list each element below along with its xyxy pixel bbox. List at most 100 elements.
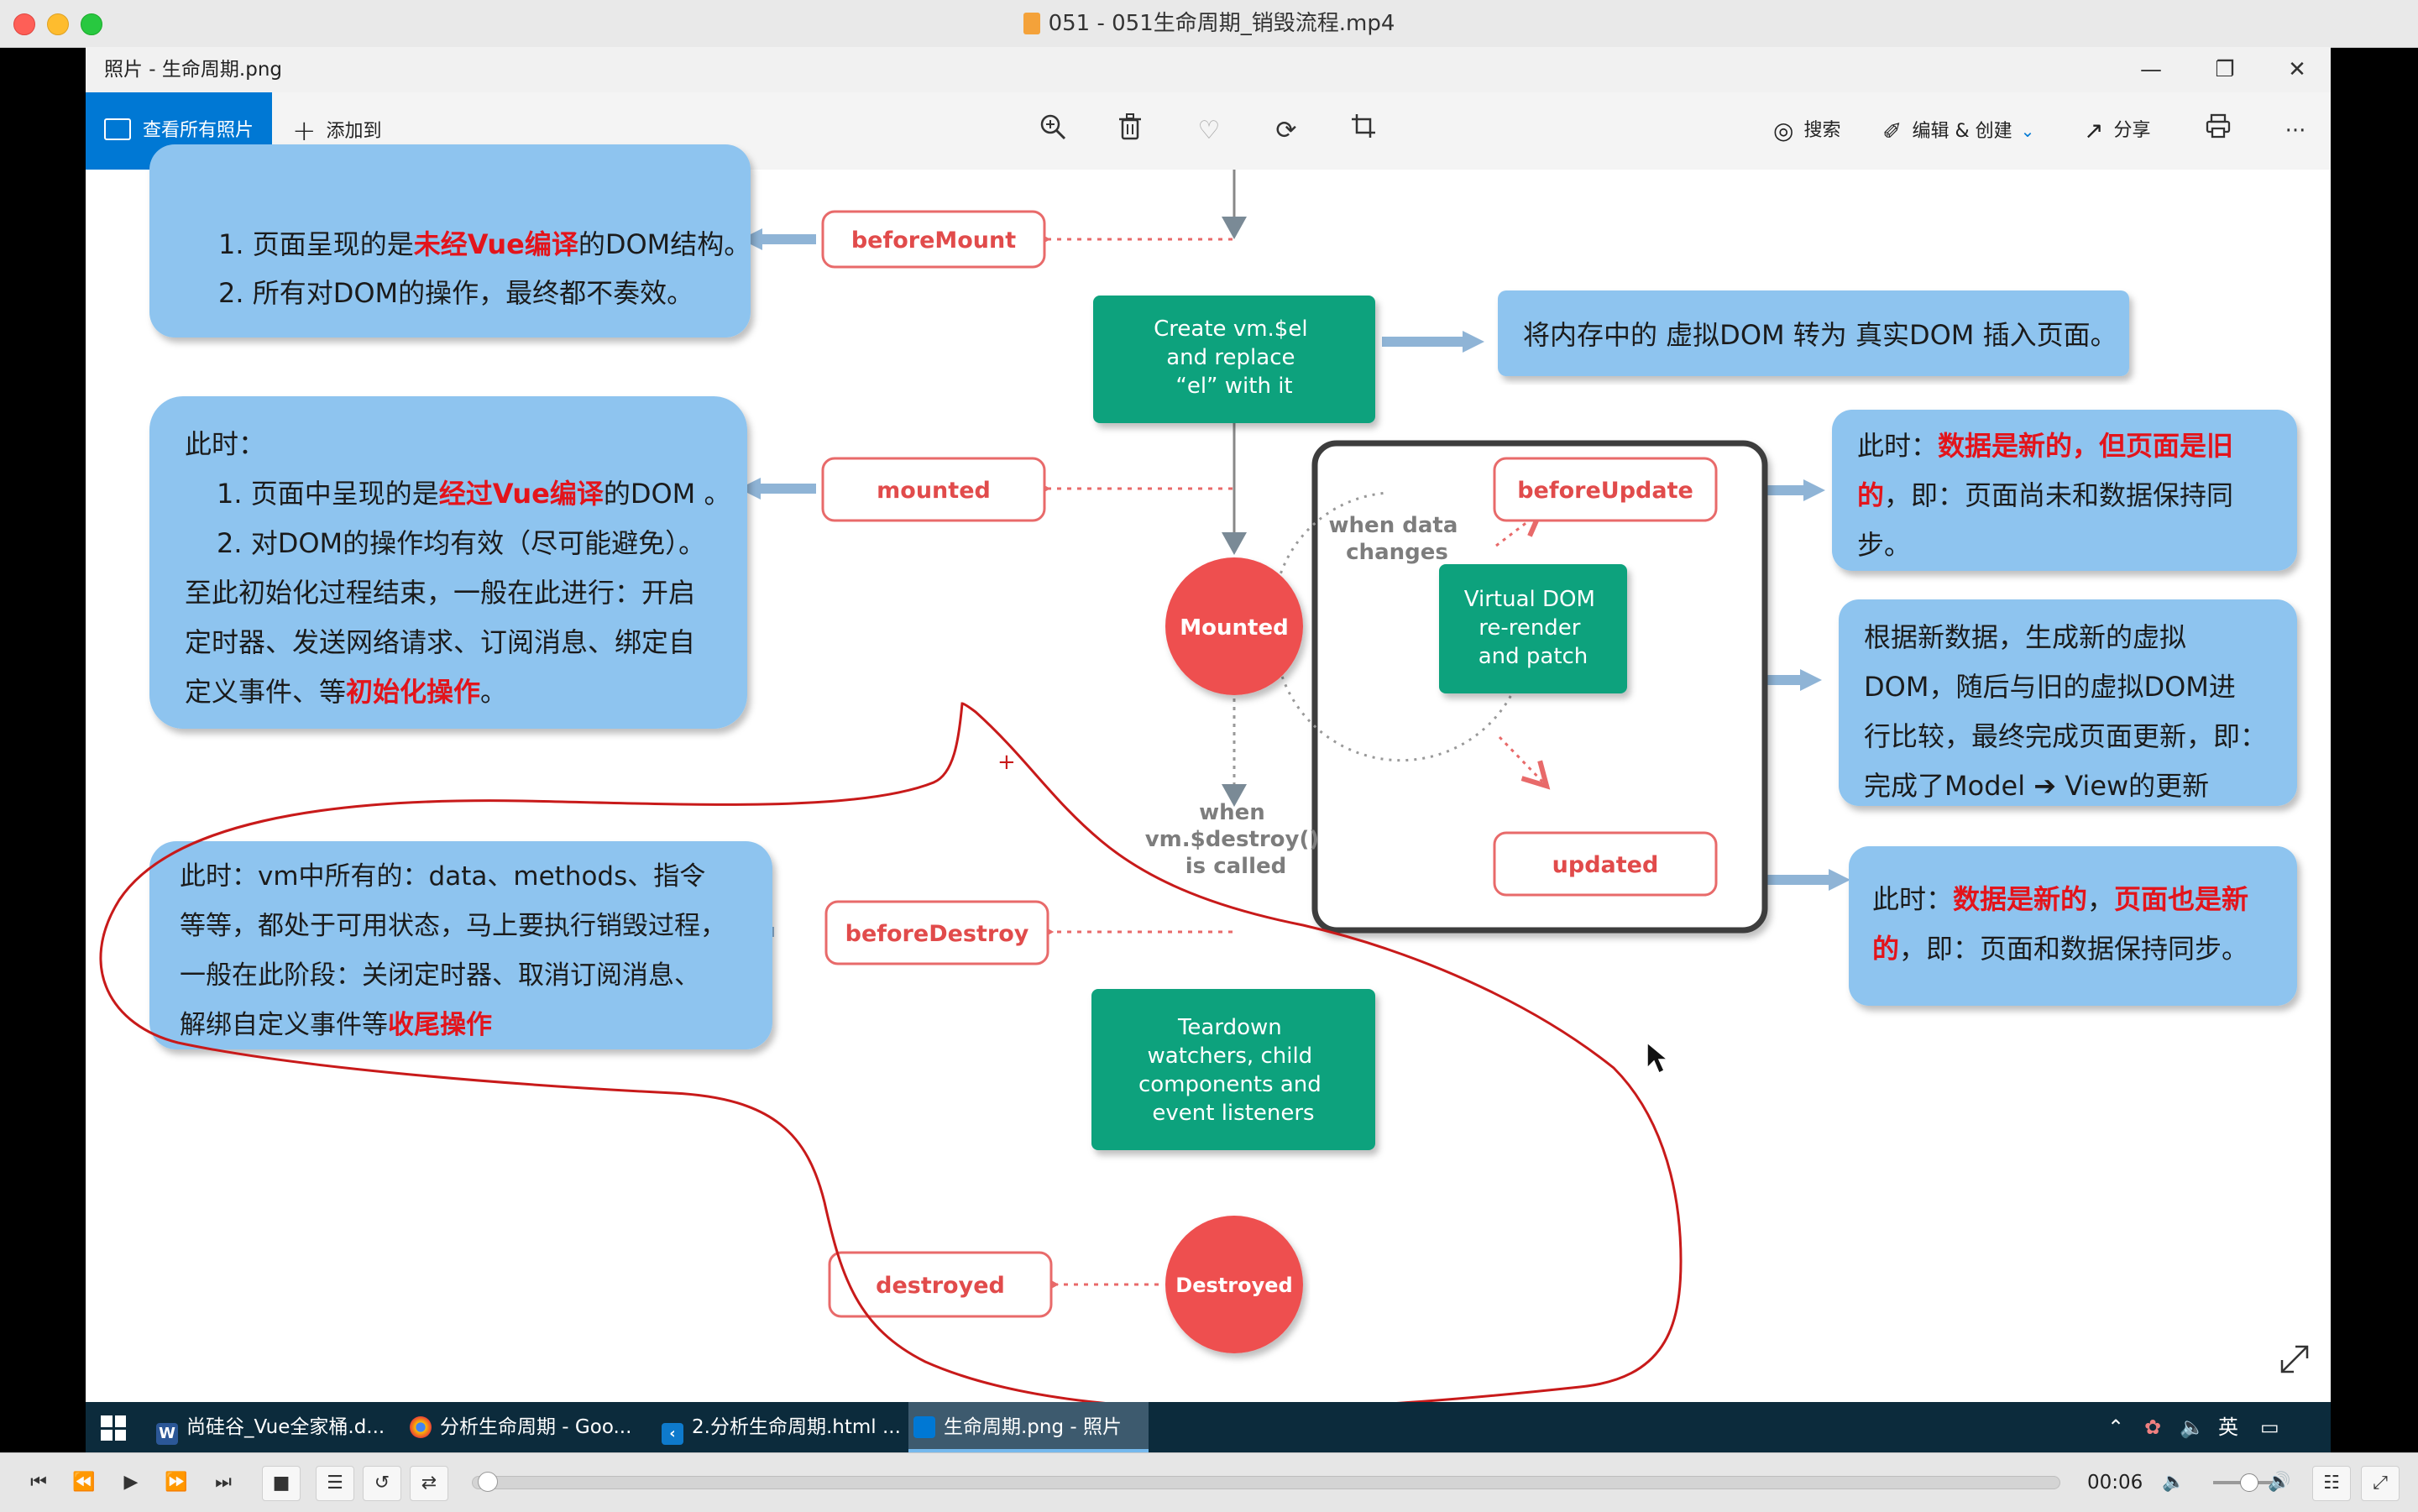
fast-forward-icon[interactable]: ⏩ [165, 1472, 188, 1493]
zoom-in-icon[interactable] [1034, 112, 1071, 149]
tray-app-icon[interactable]: ✿ [2144, 1415, 2162, 1439]
hook-mounted: mounted [821, 457, 1046, 522]
close-icon[interactable]: ✕ [2288, 57, 2306, 82]
fullscreen-expand-icon[interactable] [2280, 1345, 2309, 1373]
more-options-icon[interactable]: ··· [2285, 118, 2306, 144]
note-highlight: 数据是新的，但页面是旧 [1938, 430, 2233, 462]
note-highlight: 收尾操作 [388, 1010, 492, 1040]
note-text: 。 [480, 676, 507, 708]
hook-before-destroy-label: beforeDestroy [845, 921, 1029, 947]
shuffle-icon[interactable]: ⇄ [410, 1466, 448, 1501]
note-text: ，即：页面尚未和数据保持同 [1884, 479, 2233, 511]
print-icon[interactable] [2200, 112, 2237, 149]
rewind-icon[interactable]: ⏪ [72, 1472, 96, 1493]
edit-icon: ✐ [1882, 118, 1902, 145]
crop-icon[interactable] [1345, 112, 1382, 149]
state-destroyed-label: Destroyed [1175, 1274, 1292, 1297]
note-line: 至此初始化过程结束，一般在此进行：开启 [185, 577, 695, 609]
search-button[interactable]: ◎搜索 [1773, 92, 1840, 170]
seek-bar[interactable] [472, 1472, 2060, 1492]
taskbar-item-label: 2.分析生命周期.html ... [692, 1416, 901, 1438]
note-mounted [149, 396, 747, 729]
photo-icon [104, 118, 131, 140]
process-line: Create vm.$el [1154, 317, 1307, 342]
note-line: 定义事件、等初始化操作。 [185, 676, 507, 708]
tray-chevron-up-icon[interactable]: ⌃ [2107, 1415, 2125, 1439]
fullscreen-icon[interactable]: ⤢ [2361, 1466, 2400, 1501]
hook-before-update: beforeUpdate [1493, 457, 1718, 522]
add-to-button[interactable]: +添加到 [292, 92, 382, 170]
minimize-icon[interactable]: — [2140, 57, 2162, 82]
hook-before-destroy: beforeDestroy [824, 900, 1049, 965]
stop-icon[interactable]: ■ [262, 1466, 301, 1501]
playlist-icon[interactable]: ☰ [316, 1466, 354, 1501]
close-window-button[interactable] [13, 13, 35, 35]
note-line: 完成了Model ➔ View的更新 [1864, 770, 2209, 802]
volume-icon[interactable]: 🔈 [2180, 1415, 2205, 1439]
windows-start-icon[interactable] [101, 1415, 126, 1441]
taskbar-item-photos[interactable]: 生命周期.png - 照片 [908, 1402, 1149, 1452]
photos-window: 照片 - 生命周期.png — ❐ ✕ 查看所有照片 +添加到 ♡ ⟳ ◎搜索 … [86, 47, 2331, 1410]
note-text: ， [2087, 883, 2114, 915]
note-before-update [1832, 410, 2297, 571]
hook-destroyed-label: destroyed [876, 1273, 1005, 1299]
heart-icon[interactable]: ♡ [1197, 116, 1221, 145]
process-line: Teardown [1177, 1015, 1282, 1040]
seek-knob[interactable] [478, 1472, 498, 1492]
note-before-mount [149, 144, 751, 337]
note-text: 完成了Model ➔ View的更新 [1864, 770, 2209, 802]
note-highlight: 的 [1857, 479, 1884, 511]
process-line: components and [1138, 1072, 1322, 1097]
zoom-window-button[interactable] [81, 13, 102, 35]
minimize-window-button[interactable] [47, 13, 69, 35]
restore-icon[interactable]: ❐ [2215, 57, 2235, 82]
note-line: 等等，都处于可用状态，马上要执行销毁过程， [180, 911, 726, 941]
note-line: 的，即：页面尚未和数据保持同 [1857, 479, 2233, 511]
note-line: 根据新数据，生成新的虚拟 [1864, 621, 2186, 653]
note-highlight: 未经Vue编译 [414, 228, 579, 260]
volume-knob[interactable] [2240, 1473, 2258, 1492]
delete-icon[interactable] [1112, 112, 1149, 149]
update-arrow [1498, 735, 1545, 784]
notification-icon[interactable]: ▭ [2260, 1415, 2279, 1439]
taskbar-item-label: 生命周期.png - 照片 [944, 1416, 1123, 1438]
chrome-icon [410, 1416, 432, 1438]
chevron-down-icon: ⌄ [2020, 121, 2035, 141]
word-icon: W [156, 1423, 178, 1445]
note-line: 将内存中的 虚拟DOM 转为 真实DOM 插入页面。 [1523, 319, 2117, 351]
loop-icon[interactable]: ↺ [363, 1466, 401, 1501]
ime-indicator[interactable]: 英 [2218, 1415, 2238, 1439]
note-text: 步。 [1857, 529, 1911, 561]
note-text: 至此初始化过程结束，一般在此进行：开启 [185, 577, 695, 609]
note-text: 此时：vm中所有的：data、methods、指令 [180, 861, 705, 892]
when-destroy-called-label: when vm.$destroy() is called [1145, 800, 1327, 879]
note-line: 2. 对DOM的操作均有效（尽可能避免）。 [217, 527, 705, 559]
process-line: Virtual DOM [1464, 587, 1595, 612]
rotate-icon[interactable]: ⟳ [1275, 116, 1297, 145]
label-line: vm.$destroy() [1145, 827, 1320, 852]
note-text-layer: 1. 页面呈现的是未经Vue编译的DOM结构。2. 所有对DOM的操作，最终都不… [180, 228, 2267, 1040]
search-icon: ◎ [1773, 117, 1794, 144]
taskbar-item-chrome[interactable]: 分析生命周期 - Goo... [405, 1402, 631, 1452]
note-text: 解绑自定义事件等 [180, 1010, 388, 1040]
note-text: 此时： [1872, 883, 1953, 915]
photos-app-icon [913, 1416, 935, 1438]
process-line: “el” with it [1175, 374, 1292, 399]
crosshair-cursor-icon: + [997, 750, 1016, 775]
svg-text:Create vm.$el and re: Create vm.$el and replace “el” with it [1154, 317, 1315, 399]
note-text: 2. 对DOM的操作均有效（尽可能避免）。 [217, 527, 705, 559]
equalizer-icon[interactable]: ☷ [2312, 1466, 2351, 1501]
share-button[interactable]: ↗分享 [2084, 92, 2150, 170]
note-highlight: 经过Vue编译 [439, 478, 604, 510]
play-icon[interactable]: ▶ [123, 1472, 139, 1493]
note-replace-dom [1498, 290, 2129, 376]
taskbar-item-vscode[interactable]: ‹2.分析生命周期.html ... [657, 1402, 901, 1452]
volume-max-icon[interactable]: 🔊 [2268, 1472, 2291, 1493]
note-line: 1. 页面呈现的是未经Vue编译的DOM结构。 [218, 228, 751, 260]
skip-to-start-icon[interactable]: ⏮ [30, 1472, 47, 1493]
note-highlight: 初始化操作 [346, 676, 480, 708]
edit-create-button[interactable]: ✐编辑 & 创建⌄ [1882, 92, 2034, 170]
mute-icon[interactable]: 🔈 [2162, 1472, 2185, 1493]
skip-to-end-icon[interactable]: ⏭ [215, 1472, 232, 1493]
